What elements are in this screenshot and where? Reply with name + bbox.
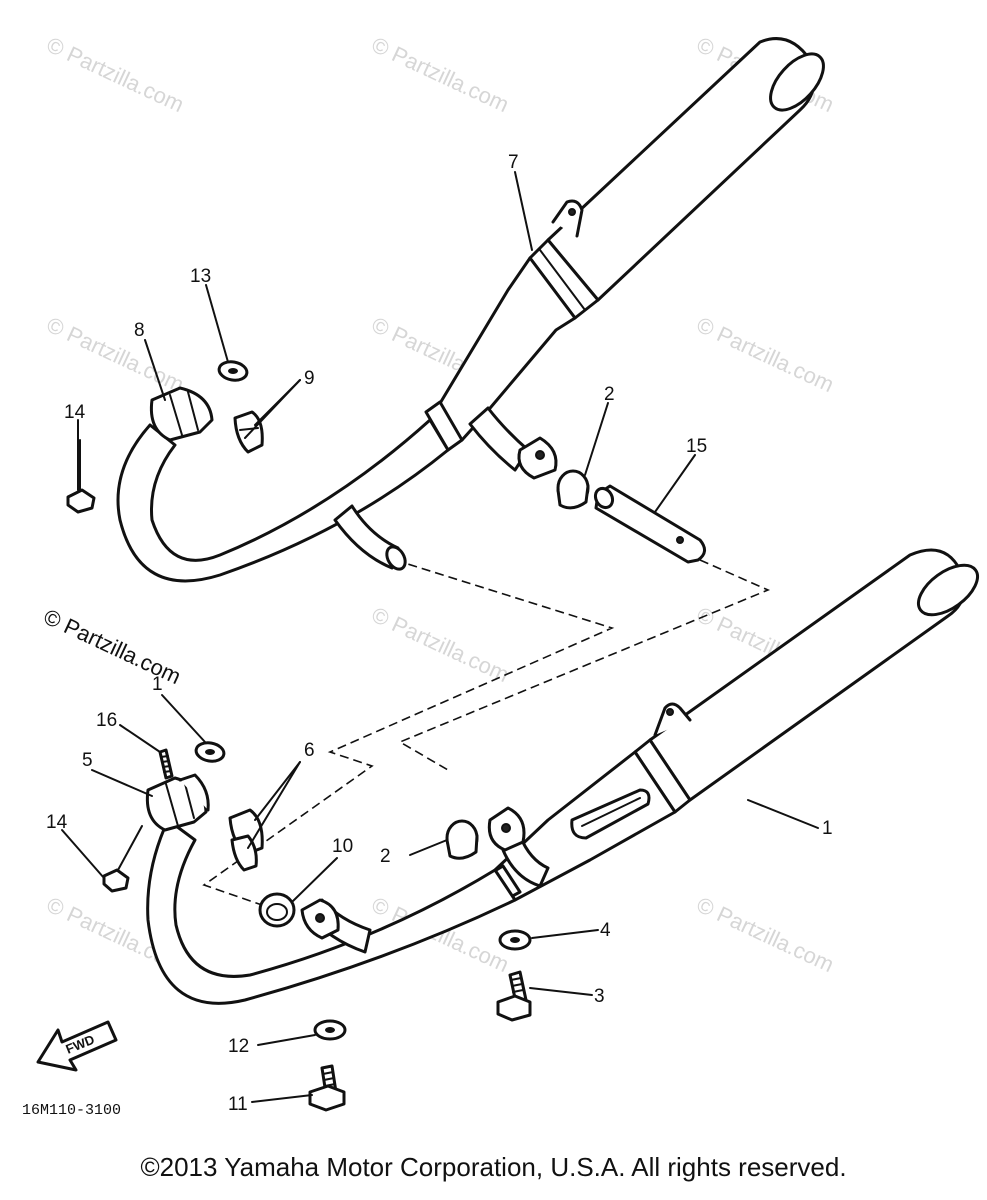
- upper-bushing: [556, 469, 590, 510]
- callout-8: 8: [134, 320, 145, 341]
- watermark: © Partzilla.com: [43, 312, 188, 397]
- forward-arrow-icon: FWD: [36, 1020, 118, 1072]
- lower-rear-clamp: [300, 898, 340, 940]
- lower-nut: [102, 868, 130, 893]
- lower-exhaust-flange: [145, 773, 210, 832]
- callout-9: 9: [304, 368, 315, 389]
- lower-gasket: [194, 741, 226, 763]
- upper-nut: [66, 439, 96, 514]
- watermark-dark: © Partzilla.com: [40, 604, 185, 689]
- watermark: © Partzilla.com: [43, 32, 188, 117]
- assembly-guide-lines: [202, 559, 771, 906]
- callout-14-upper: 14: [64, 402, 86, 423]
- lower-muffler-assembly: [146, 548, 979, 1005]
- callout-1: 1: [822, 818, 833, 839]
- lower-split-collar: [228, 808, 264, 872]
- leader-lines: [61, 171, 819, 1103]
- callout-11: 11: [228, 1094, 248, 1115]
- callout-17: 1: [152, 674, 163, 695]
- watermark: © Partzilla.com: [368, 32, 513, 117]
- callout-12: 12: [228, 1036, 249, 1057]
- callout-2-upper: 2: [604, 384, 615, 405]
- watermark: © Partzilla.com: [368, 602, 513, 687]
- callout-5: 5: [82, 750, 93, 771]
- copyright-notice: ©2013 Yamaha Motor Corporation, U.S.A. A…: [140, 1152, 847, 1182]
- lower-stud: [158, 748, 174, 780]
- callout-numbers: 7 13 8 9 14 2 15 1 1 16 5 6 14 2 10 4 3 …: [46, 152, 833, 1115]
- callout-15: 15: [686, 436, 707, 457]
- washer: [498, 929, 532, 951]
- callout-13: 13: [190, 266, 211, 287]
- callout-14-lower: 14: [46, 812, 68, 833]
- callout-6: 6: [304, 740, 315, 761]
- upper-pipe-clamp: [517, 436, 558, 480]
- callout-4: 4: [600, 920, 611, 941]
- lower-bushing: [445, 819, 479, 860]
- callout-16: 16: [96, 710, 117, 731]
- watermark: © Partzilla.com: [693, 312, 838, 397]
- upper-split-collar: [233, 410, 264, 454]
- upper-exhaust-flange: [149, 386, 214, 442]
- bolt-upper: [496, 970, 532, 1022]
- watermark: © Partzilla.com: [693, 892, 838, 977]
- callout-2-lower: 2: [380, 846, 391, 867]
- upper-connecting-pipe: [593, 484, 706, 564]
- callout-10: 10: [332, 836, 353, 857]
- lower-rear-bushing: [258, 892, 296, 928]
- upper-gasket: [217, 360, 249, 382]
- diagram-code: 16M110-3100: [22, 1102, 121, 1119]
- upper-muffler-assembly: [116, 37, 825, 583]
- callout-3: 3: [594, 986, 605, 1007]
- lower-pipe-clamp: [487, 806, 526, 852]
- bolt-lower: [308, 1064, 346, 1112]
- callout-7: 7: [508, 152, 519, 173]
- washer-lower: [313, 1019, 347, 1041]
